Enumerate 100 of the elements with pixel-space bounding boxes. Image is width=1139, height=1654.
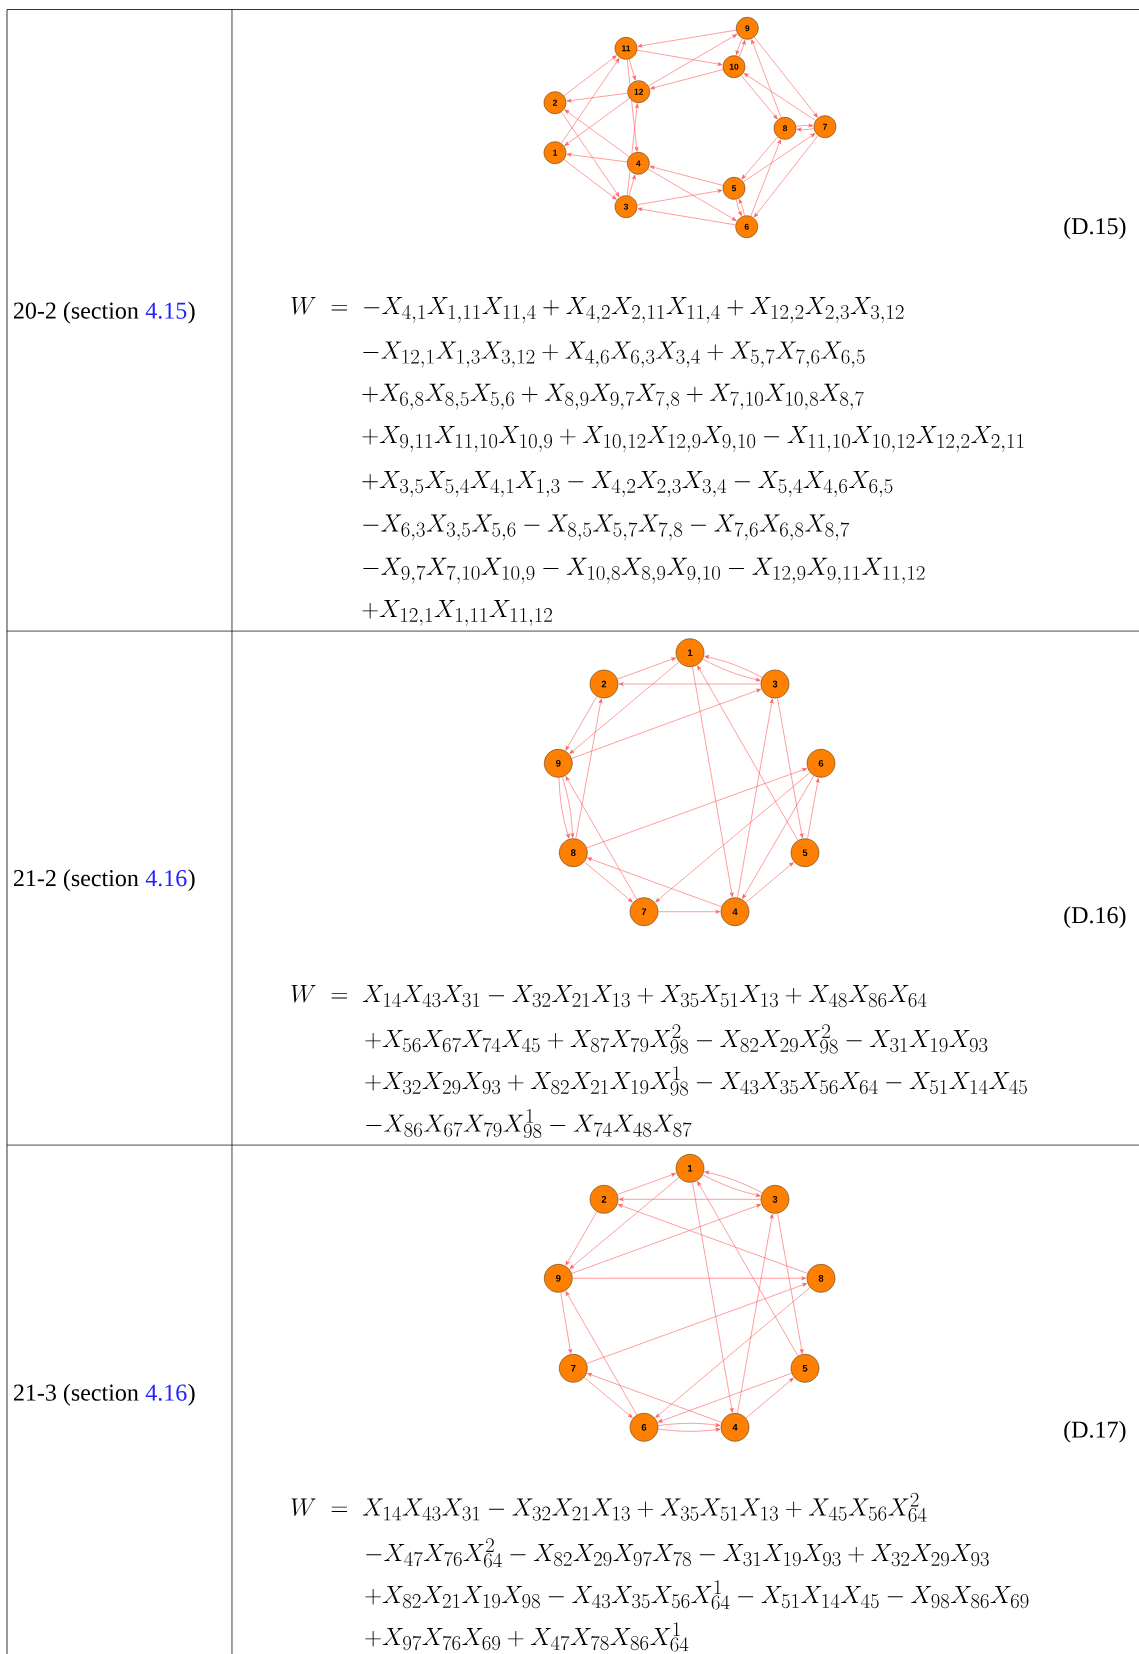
arrow [657,1423,721,1427]
formula-line: $W\;=\;X_{14}X_{43}X_{31}-X_{32}X_{21}X_{13}+X_{35}X_{51}X_{13}+X_{45}X_{56}X^{2}_{64}$ [291,1492,927,1522]
formula-line: $W\;=\;-X_{4,1}X_{1,11}X_{11,4}+X_{4,2}X_{2,11}X_{11,4}+X_{12,2}X_{2,3}X_{3,12}$ [291,297,904,323]
row-label: ) [188,1383,195,1406]
graph-vertex: 6 [806,749,836,778]
graph-vertex: 1 [675,638,705,667]
graph-vertex: 4 [720,1413,750,1442]
arrow [626,59,639,152]
arrow [697,1181,799,1357]
row-label: ) [188,301,195,324]
graph-vertex: 5 [790,1354,820,1383]
arrow [565,1291,638,1416]
formula-line: $+X_{56}X_{67}X_{74}X_{45}+X_{87}X_{79}X^{2}_{98}-X_{82}X_{29}X^{2}_{98}-X_{31}X_{19}X_{93}$ [365,1024,988,1054]
graph-vertex: 1 [675,1154,705,1183]
graph-vertex: 7 [813,115,837,138]
arrow [565,696,598,751]
arrow [648,34,738,87]
arrow [745,1377,794,1419]
graph-vertex: 2 [543,91,567,114]
arrow [735,38,743,56]
arrow [566,92,628,103]
graph-vertex: 3 [760,1185,790,1214]
row-label: 20-2 (section [13,301,139,324]
section-link: 4.16 [145,1384,187,1401]
arrow [738,39,746,57]
arrow [558,777,570,839]
graph-vertex: 9 [544,1264,573,1293]
equation-number: (D.16) [1064,906,1126,929]
arrow [807,777,820,839]
arrow [617,657,677,680]
arrow [587,857,722,908]
arrow [571,1204,762,1274]
formula-line: $-X_{47}X_{76}X^{2}_{64}-X_{82}X_{29}X_{97}X_{78}-X_{31}X_{19}X_{93}+X_{32}X_{29}X_{93}$ [366,1538,989,1568]
arrow [655,1287,811,1418]
arrow [657,1427,721,1432]
arrow [796,127,815,132]
arrow [743,133,816,183]
section-link: 4.16 [145,870,187,887]
arrow [584,1377,633,1418]
formula-line: $W\;=\;X_{14}X_{43}X_{31}-X_{32}X_{21}X_{13}+X_{35}X_{51}X_{13}+X_{48}X_{86}X_{64}$ [291,985,927,1008]
arrow [569,661,680,754]
arrow [697,665,799,841]
arrow [586,768,808,849]
arrow [795,123,814,128]
graph-vertex: 3 [760,669,790,699]
arrow [628,174,636,197]
graph-vertex: 4 [720,897,750,926]
graph-vertex: 7 [629,897,659,926]
arrow [628,58,636,81]
graph-vertex: 5 [722,177,746,200]
arrow [569,1177,680,1269]
formula-line: $-X_{9,7}X_{7,10}X_{10,9}-X_{10,8}X_{8,9}X_{9,10}-X_{12,9}X_{9,11}X_{11,12}$ [363,557,925,584]
arrow [560,1292,572,1354]
arrow [617,1204,808,1274]
graph-vertex: 2 [589,669,619,699]
arrow [561,111,620,197]
formula-line: $-X_{12,1}X_{1,3}X_{3,12}+X_{4,6}X_{6,3}X_{3,4}+X_{5,7}X_{7,6}X_{6,5}$ [363,341,865,368]
formula-line: $+X_{9,11}X_{11,10}X_{10,9}+X_{10,12}X_{12,9}X_{9,10}-X_{11,10}X_{10,12}X_{12,2}X_{2,11}$ [362,426,1024,452]
arrow [650,69,724,90]
formula-line: $+X_{32}X_{29}X_{93}+X_{82}X_{21}X_{19}X^{1}_{98}-X_{43}X_{35}X_{56}X_{64}-X_{51}X_{14}X_{45}$ [365,1066,1027,1096]
graph-vertex: 3 [614,195,638,218]
graph-vertex: 9 [736,17,759,40]
formula-line: $-X_{86}X_{67}X_{79}X^{1}_{98}-X_{74}X_{48}X_{87}$ [366,1108,692,1139]
formula-line: $+X_{12,1}X_{1,11}X_{11,12}$ [362,600,552,626]
graph-vertex: 6 [629,1413,659,1442]
graph-vertex: 6 [735,215,758,238]
arrow [563,55,617,97]
graph-vertex: 4 [627,152,650,175]
arrow [655,772,811,903]
arrow [637,207,736,226]
graph-vertex: 11 [614,37,638,60]
arrow [750,139,781,217]
arrow [753,135,819,218]
arrow [658,909,721,914]
row-label: 21-3 (section [13,1383,139,1406]
arrow [618,682,761,686]
graph-vertex: 2 [589,1185,619,1214]
arrow [777,1213,804,1354]
arrow [586,1283,808,1364]
arrow [754,36,818,118]
formula-line: $+X_{82}X_{21}X_{19}X_{98}-X_{43}X_{35}X_{56}X^{1}_{64}-X_{51}X_{14}X_{45}-X_{98}X_{86}X_{69}$ [365,1580,1029,1610]
arrow [777,697,804,839]
graph-vertex: 8 [559,838,588,867]
equation-number: (D.17) [1064,1420,1126,1443]
arrow [649,165,724,186]
arrow [564,109,630,157]
arrow [636,189,723,206]
arrow [617,1173,677,1195]
arrow [692,666,734,898]
section-link: 4.15 [145,302,187,319]
arrow [572,1276,807,1281]
arrow [741,136,778,180]
arrow [738,199,745,216]
arrow [618,1197,761,1202]
formula-line: $+X_{6,8}X_{8,5}X_{5,6}+X_{8,9}X_{9,7}X_{7,8}+X_{7,10}X_{10,8}X_{8,7}$ [362,383,864,410]
graph-vertex: 5 [790,838,820,867]
arrow [575,698,603,839]
arrow [562,776,575,838]
graph-vertex: 7 [559,1354,588,1383]
formula-line: $+X_{3,5}X_{5,4}X_{4,1}X_{1,3}-X_{4,2}X_{2,3}X_{3,4}-X_{5,4}X_{4,6}X_{6,5}$ [362,471,893,497]
